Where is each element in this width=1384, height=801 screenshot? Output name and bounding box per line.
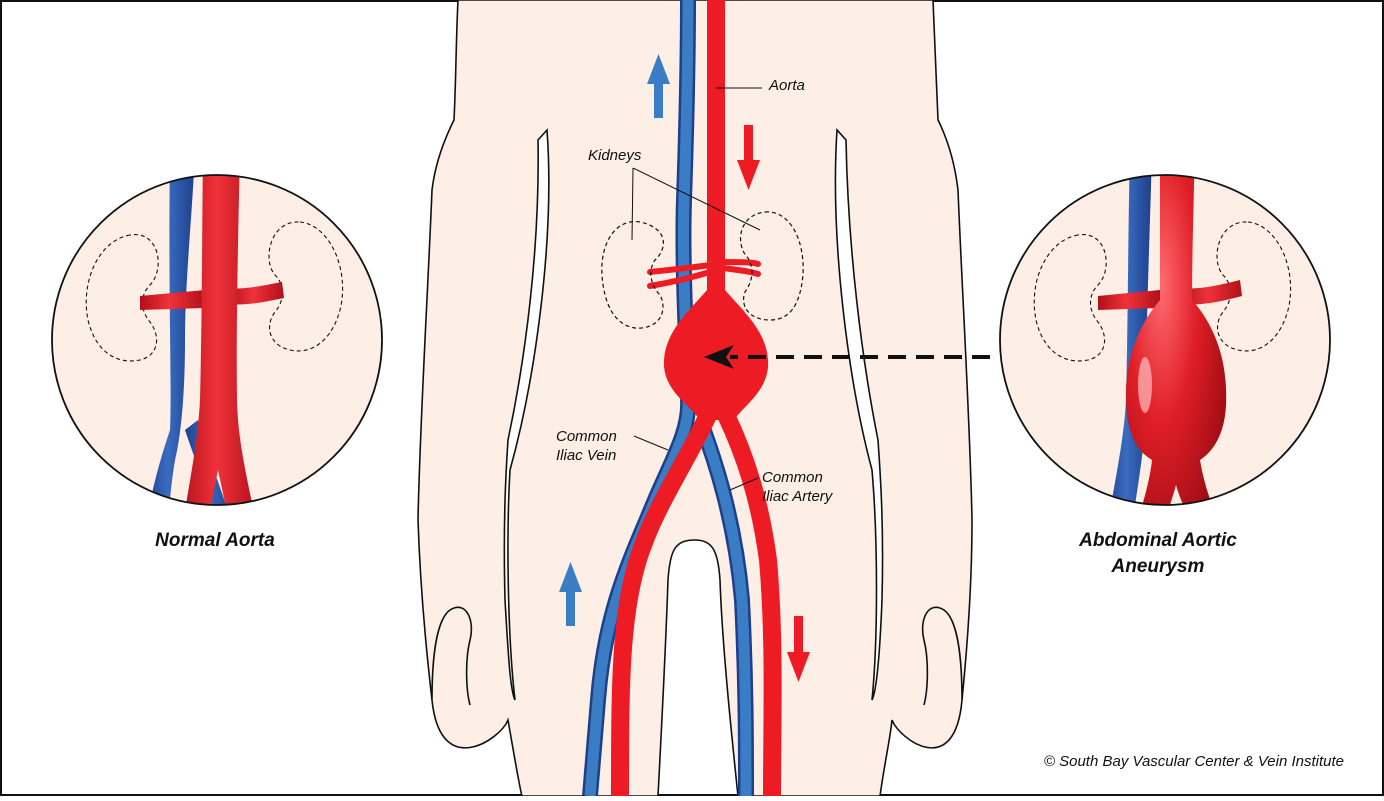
flow-arrows [559, 54, 810, 682]
left-iliac-artery [611, 411, 717, 797]
caption-aneurysm-line2: Aneurysm [1111, 556, 1205, 577]
inset-left-aorta [180, 175, 260, 505]
inset-aneurysm [999, 174, 1331, 506]
copyright-text: © South Bay Vascular Center & Vein Insti… [1044, 753, 1344, 770]
inset-right-kidney-right [1216, 221, 1292, 352]
left-arm-gap [503, 128, 550, 701]
caption-normal-aorta: Normal Aorta [155, 530, 275, 551]
right-iliac-vein [694, 418, 752, 797]
kidney-left [601, 220, 664, 329]
pointer-arrowhead-icon [704, 345, 734, 369]
right-iliac-artery [717, 411, 782, 797]
label-common-iliac-vein-line2: Iliac Vein [556, 447, 616, 464]
inset-left-vein [145, 175, 195, 505]
label-kidneys: Kidneys [588, 147, 642, 164]
inset-right-kidney-left [1033, 234, 1107, 362]
aneurysm-pointer-arrow [704, 345, 990, 369]
arrow-up-top-icon [647, 54, 670, 118]
renal-artery-right [719, 259, 761, 277]
inset-right-renal-right [1180, 280, 1242, 305]
label-common-iliac-artery-line2: Iliac Artery [762, 488, 834, 505]
left-hand [431, 606, 473, 706]
arrow-up-bottom-icon [559, 562, 582, 626]
arrow-down-top-icon [737, 125, 760, 190]
inset-normal-aorta [51, 174, 383, 506]
inset-left-kidney-right [268, 221, 344, 352]
leader-lines [631, 87, 762, 491]
inset-right-renal-left [1098, 290, 1160, 310]
right-hand [921, 606, 963, 706]
inset-right-aorta [1125, 175, 1228, 505]
label-common-iliac-artery-line1: Common [762, 469, 823, 486]
label-common-iliac-vein-line1: Common [556, 428, 617, 445]
inset-aneurysm-highlight [1138, 357, 1152, 413]
caption-aneurysm-line1: Abdominal Aortic [1078, 530, 1237, 551]
renal-artery-left [647, 262, 713, 289]
main-vessels [582, 0, 782, 797]
arrow-down-bottom-icon [787, 616, 810, 682]
inset-left-renal-right [228, 282, 284, 305]
right-arm-gap [834, 128, 884, 701]
label-aorta: Aorta [768, 77, 805, 94]
kidney-right [740, 211, 804, 321]
inset-left-renal-left [140, 290, 205, 310]
inset-left-kidney-left [85, 234, 159, 362]
